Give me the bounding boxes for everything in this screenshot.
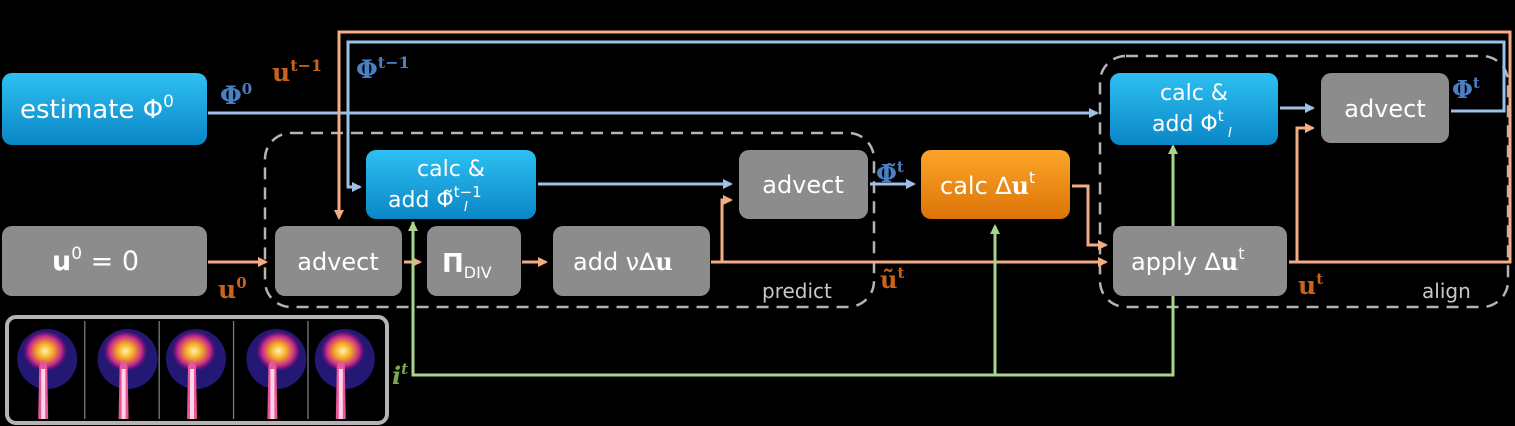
plume-frame xyxy=(234,321,309,419)
svg-text:advect: advect xyxy=(297,248,379,276)
apply-delta-u-box: apply ∆ut xyxy=(1113,226,1287,296)
svg-text:advect: advect xyxy=(1344,95,1426,123)
svg-text:calc ∆ut: calc ∆ut xyxy=(940,168,1035,200)
svg-text:add Φt: add Φt xyxy=(1152,107,1224,137)
label-phi-prev: Φt−1 xyxy=(356,53,410,84)
u0-init-box: u0 = 0 xyxy=(2,226,207,296)
svg-text:estimate Φ0: estimate Φ0 xyxy=(20,92,174,125)
svg-text:apply ∆ut: apply ∆ut xyxy=(1131,244,1244,276)
svg-text:ΠDIV: ΠDIV xyxy=(442,249,492,282)
svg-text:I: I xyxy=(464,200,468,215)
align-group-label: align xyxy=(1422,279,1471,303)
calc-add-phi-t-box: calc & add Φt I xyxy=(1110,73,1278,145)
svg-text:I: I xyxy=(1228,126,1232,141)
label-phi0: Φ0 xyxy=(220,80,252,110)
label-u-t: ut xyxy=(1298,270,1323,300)
estimate-phi0-box: estimate Φ0 xyxy=(2,73,207,145)
add-viscosity-box: add ν∆u xyxy=(553,226,710,296)
predict-group-label: predict xyxy=(762,279,832,303)
divergence-projection-box: ΠDIV xyxy=(427,226,521,296)
label-phi-t: Φt xyxy=(1452,74,1480,104)
label-phi-tilde-t: Φ̃t xyxy=(876,158,904,188)
label-i-t: it xyxy=(392,360,408,390)
svg-text:advect: advect xyxy=(762,171,844,199)
svg-text:u0 = 0: u0 = 0 xyxy=(52,244,139,277)
calc-add-phi-prev-box: calc & add Φ̃t−1 I xyxy=(366,150,536,219)
orange-arrows xyxy=(208,30,1512,267)
plume-frame xyxy=(159,321,235,419)
advect-box-3: advect xyxy=(1321,73,1449,143)
svg-text:add ν∆u: add ν∆u xyxy=(573,247,673,276)
plume-frame xyxy=(11,321,86,419)
advect-box-1: advect xyxy=(275,226,402,296)
blue-arrows xyxy=(208,40,1506,192)
svg-text:add Φ̃t−1: add Φ̃t−1 xyxy=(388,183,482,213)
plume-frame xyxy=(308,321,382,419)
green-arrows xyxy=(408,144,1178,377)
plume-frame xyxy=(85,321,161,419)
label-u0: u0 xyxy=(218,274,247,304)
svg-text:calc &: calc & xyxy=(417,157,485,182)
svg-text:calc &: calc & xyxy=(1160,81,1228,106)
label-u-tilde-t: ũt xyxy=(880,264,904,294)
label-u-prev: ut−1 xyxy=(272,56,322,87)
plume-image-strip xyxy=(5,315,389,425)
advect-box-2: advect xyxy=(739,150,868,219)
calc-delta-u-box: calc ∆ut xyxy=(921,150,1070,219)
